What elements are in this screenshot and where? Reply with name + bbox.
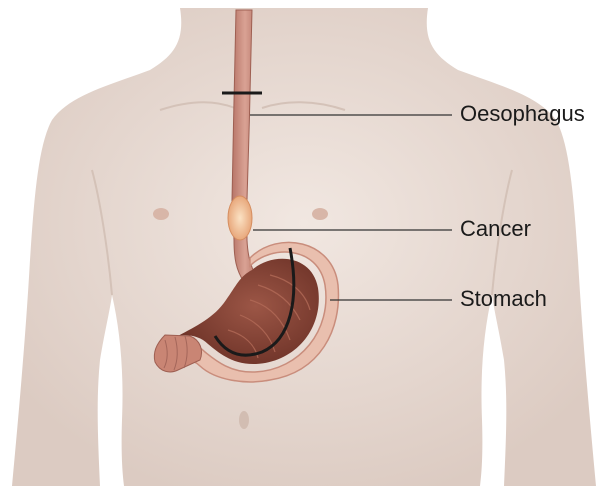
tumor (228, 196, 252, 240)
right-nipple (312, 208, 328, 220)
stomach-label: Stomach (460, 288, 547, 310)
cancer-label: Cancer (460, 218, 531, 240)
oesophagus-label: Oesophagus (460, 103, 585, 125)
left-nipple (153, 208, 169, 220)
navel (239, 411, 249, 429)
